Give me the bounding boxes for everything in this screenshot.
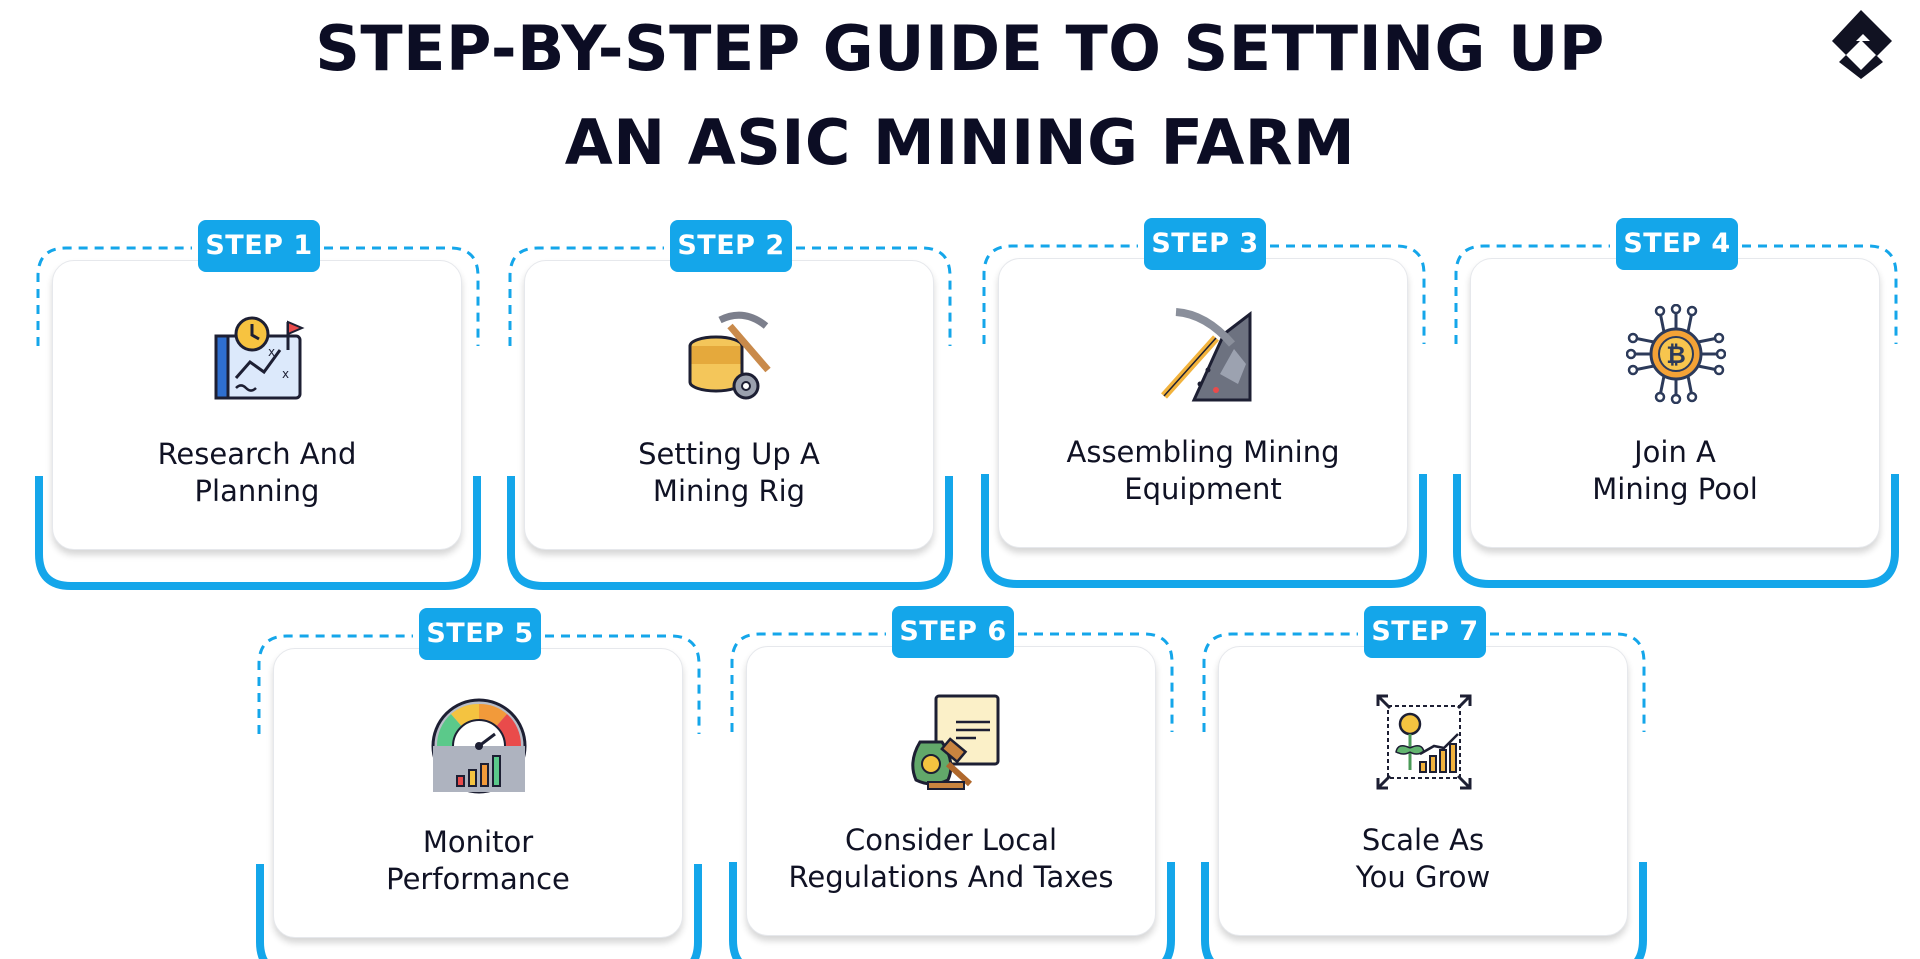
step-badge: STEP 3 [1144,218,1266,270]
step-label: Monitor Performance [386,825,570,896]
card-body [998,258,1408,548]
step-badge: STEP 6 [892,606,1014,658]
growth-scale-icon [1376,694,1472,790]
step-label: Assembling Mining Equipment [1066,435,1340,506]
card-frame [507,246,953,590]
pickaxe-rock-icon [1161,308,1252,402]
bitcoin-network-icon: ₿ [1626,304,1726,404]
step-label: Setting Up A Mining Rig [638,437,820,508]
step-label: Join A Mining Pool [1592,435,1758,506]
page-title-line-1: STEP-BY-STEP GUIDE TO SETTING UP [315,12,1605,85]
card-frame [256,634,702,959]
svg-text:x: x [268,345,275,359]
card-frame [981,244,1427,588]
card-frame [1201,632,1647,959]
card-frame [729,632,1175,959]
step-badge: STEP 5 [419,608,541,660]
gauge-chart-icon [431,698,527,794]
step-badge: STEP 2 [670,220,792,272]
step-label: Consider Local Regulations And Taxes [788,823,1114,894]
card-body [746,646,1156,936]
card-body [52,260,462,550]
card-frame [1453,244,1899,588]
step-card-4: STEP 4 ₿ Join A Mining Pool [1453,218,1899,589]
svg-text:₿: ₿ [1666,341,1686,369]
step-badge: STEP 4 [1616,218,1738,270]
step-card-2: STEP 2 Setting Up A Mining Rig [507,220,953,591]
step-badge: STEP 7 [1364,606,1486,658]
step-label: Scale As You Grow [1355,823,1491,894]
step-badge: STEP 1 [198,220,320,272]
step-card-7: STEP 7 Scale As You Grow [1201,606,1647,959]
step-card-6: STEP 6 Consider Local Regulations And Ta… [729,606,1175,959]
card-body [524,260,934,550]
brand-logo-icon [1832,10,1892,79]
page-title-line-2: AN ASIC MINING FARM [564,106,1356,179]
step-card-5: STEP 5 Monitor Performance [256,608,702,959]
card-body [1218,646,1628,936]
step-label: Research And Planning [157,437,357,508]
database-pickaxe-icon [688,311,771,400]
map-planning-icon: x x [214,316,305,400]
card-frame [35,246,481,590]
svg-text:x: x [282,367,289,381]
tax-gavel-icon [911,694,1000,790]
step-card-1: STEP 1 x x Research And Planning [35,220,481,591]
step-card-3: STEP 3 Assembling Mining Equipment [981,218,1427,589]
